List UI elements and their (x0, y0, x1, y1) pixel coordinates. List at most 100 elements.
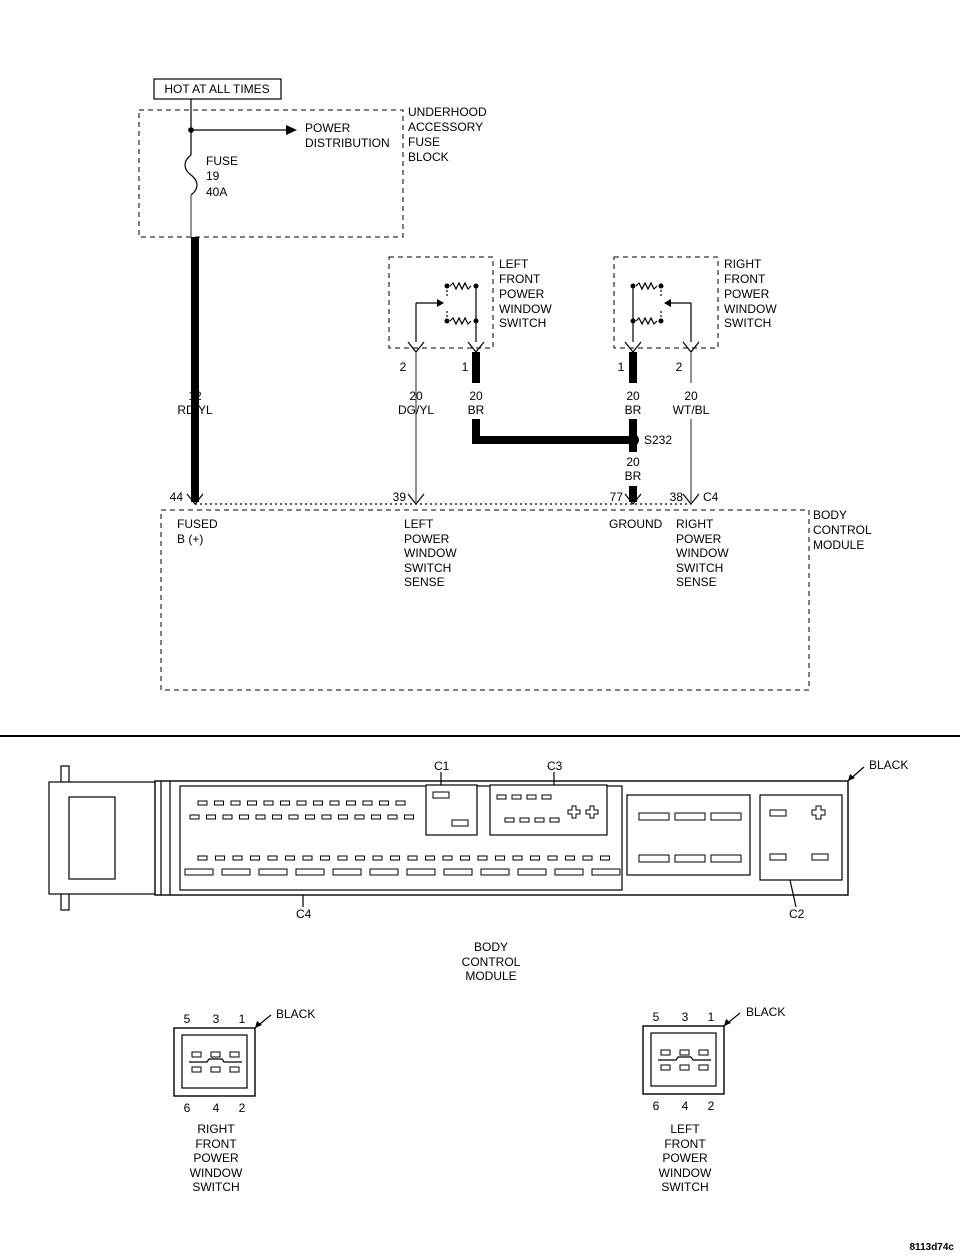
c4-pin-cavity (390, 855, 400, 861)
svg-text:2: 2 (400, 360, 407, 374)
c4-pin-cavity (395, 800, 406, 806)
svg-text:FRONT: FRONT (499, 272, 541, 286)
svg-text:UNDERHOOD: UNDERHOOD (408, 105, 487, 119)
right-switch-title: RIGHT FRONT POWER WINDOW SWITCH (724, 257, 777, 330)
svg-text:DISTRIBUTION: DISTRIBUTION (305, 136, 390, 150)
svg-text:SWITCH: SWITCH (676, 561, 723, 575)
c4-pin-cavity (354, 814, 365, 820)
bcm-fused-b-label: FUSED B (+) (177, 517, 218, 546)
c4-pin-cavity (221, 868, 251, 876)
wire-br-ground-label: 20 BR (625, 455, 642, 483)
svg-text:20: 20 (684, 389, 698, 403)
figure-code: 8113d74c (910, 1242, 955, 1253)
svg-text:SENSE: SENSE (676, 575, 717, 589)
bcm-c3-label: C3 (547, 759, 563, 773)
right-switch-color-label: BLACK (276, 1007, 315, 1021)
fuse-icon (184, 154, 198, 196)
c4-pin-cavity (321, 814, 332, 820)
c4-pin-cavity (222, 814, 233, 820)
c4-pin-cavity (379, 800, 389, 806)
svg-text:2: 2 (676, 360, 683, 374)
svg-text:RIGHT: RIGHT (197, 1122, 235, 1136)
svg-text:1: 1 (618, 360, 625, 374)
wire-br-left (472, 352, 633, 444)
right-switch-pin-6: 6 (184, 1101, 191, 1115)
c4-pin-cavity (295, 868, 325, 876)
wire-br-right-label: 20 BR (625, 389, 642, 417)
c4-pin-cavity (530, 855, 540, 861)
left-switch-pin-1: 1 (708, 1010, 715, 1024)
c4-pin-cavity (214, 800, 224, 806)
bcm-right-block-pins (638, 812, 742, 863)
power-distribution-label: POWER DISTRIBUTION (305, 121, 390, 150)
svg-text:38: 38 (670, 490, 684, 504)
bcm-c1-label: C1 (434, 759, 450, 773)
c4-pin-cavity (239, 814, 249, 820)
svg-text:BR: BR (625, 403, 642, 417)
right-switch-pin-5: 5 (184, 1012, 191, 1026)
c4-pin-cavity (215, 855, 225, 861)
svg-text:FUSE: FUSE (206, 154, 238, 168)
svg-text:MODULE: MODULE (813, 538, 864, 552)
bcm-right-sense-label: RIGHT POWER WINDOW SWITCH SENSE (676, 517, 729, 589)
left-switch-pin-2: 2 (708, 1099, 715, 1113)
svg-text:RIGHT: RIGHT (724, 257, 762, 271)
c4-pin-cavity (387, 814, 398, 820)
svg-text:WINDOW: WINDOW (499, 302, 552, 316)
svg-text:FRONT: FRONT (664, 1137, 706, 1151)
c4-pin-cavity (362, 800, 373, 806)
bcm-connector-c4-label: C4 (703, 490, 719, 504)
left-switch-connector-view: 5 3 1 6 4 2 BLACK LEFT FRONT POWER WINDO… (642, 1005, 785, 1194)
c4-pin-cavity (197, 855, 208, 861)
c4-pin-cavity (346, 800, 356, 806)
svg-text:FUSE: FUSE (408, 135, 440, 149)
underhood-fuse-block-outline (138, 109, 404, 238)
svg-text:WINDOW: WINDOW (404, 546, 457, 560)
c4-pin-cavity (255, 814, 266, 820)
bcm-pin-39: 39 (393, 490, 425, 505)
c4-pin-cavity (267, 855, 278, 861)
svg-text:ACCESSORY: ACCESSORY (408, 120, 483, 134)
hot-at-all-times-label: HOT AT ALL TIMES (153, 78, 282, 100)
left-switch-caption: LEFT FRONT POWER WINDOW SWITCH (659, 1122, 712, 1194)
splice-s232-label: S232 (644, 433, 672, 447)
c4-pin-cavity (337, 855, 348, 861)
left-switch-symbol (415, 281, 479, 342)
svg-text:CONTROL: CONTROL (813, 523, 872, 537)
c4-pin-cavity (495, 855, 505, 861)
c4-pin-cavity (272, 814, 282, 820)
c4-pin-cavity (517, 868, 547, 876)
c4-pin-cavity (406, 868, 436, 876)
arrow-right-icon (286, 125, 297, 135)
schematic: HOT AT ALL TIMES UNDERHOOD ACCESSORY FUS… (138, 78, 872, 691)
c4-pin-cavity (404, 814, 414, 820)
svg-text:B (+): B (+) (177, 532, 203, 546)
c4-pin-cavity (302, 855, 313, 861)
wire-br-left-label: 20 BR (468, 389, 485, 417)
c4-pin-cavity (263, 800, 274, 806)
underhood-fuse-block-label: UNDERHOOD ACCESSORY FUSE BLOCK (408, 105, 487, 164)
bcm-outline (160, 509, 810, 691)
svg-text:SWITCH: SWITCH (499, 316, 546, 330)
svg-text:DG/YL: DG/YL (398, 403, 434, 417)
svg-text:FRONT: FRONT (724, 272, 766, 286)
bcm-c3-block (489, 784, 608, 836)
svg-text:WINDOW: WINDOW (659, 1166, 712, 1180)
c4-pin-cavity (591, 868, 621, 876)
svg-text:POWER: POWER (676, 532, 722, 546)
svg-text:SENSE: SENSE (404, 575, 445, 589)
c4-pin-cavity (288, 814, 299, 820)
c4-pin-cavity (338, 814, 348, 820)
left-switch-pin-2: 2 (400, 341, 425, 374)
c4-pin-cavity (442, 855, 453, 861)
svg-text:BLOCK: BLOCK (408, 150, 449, 164)
c4-pin-cavity (247, 800, 257, 806)
c4-pin-cavity (443, 868, 473, 876)
right-switch-pin-2: 2 (676, 341, 700, 374)
svg-text:40A: 40A (206, 185, 227, 199)
fuse-label: FUSE 19 40A (206, 154, 238, 199)
c4-pin-cavity (296, 800, 307, 806)
right-switch-caption: RIGHT FRONT POWER WINDOW SWITCH (190, 1122, 243, 1194)
c4-pin-cavity (320, 855, 330, 861)
bcm-c2-pins (769, 805, 829, 861)
